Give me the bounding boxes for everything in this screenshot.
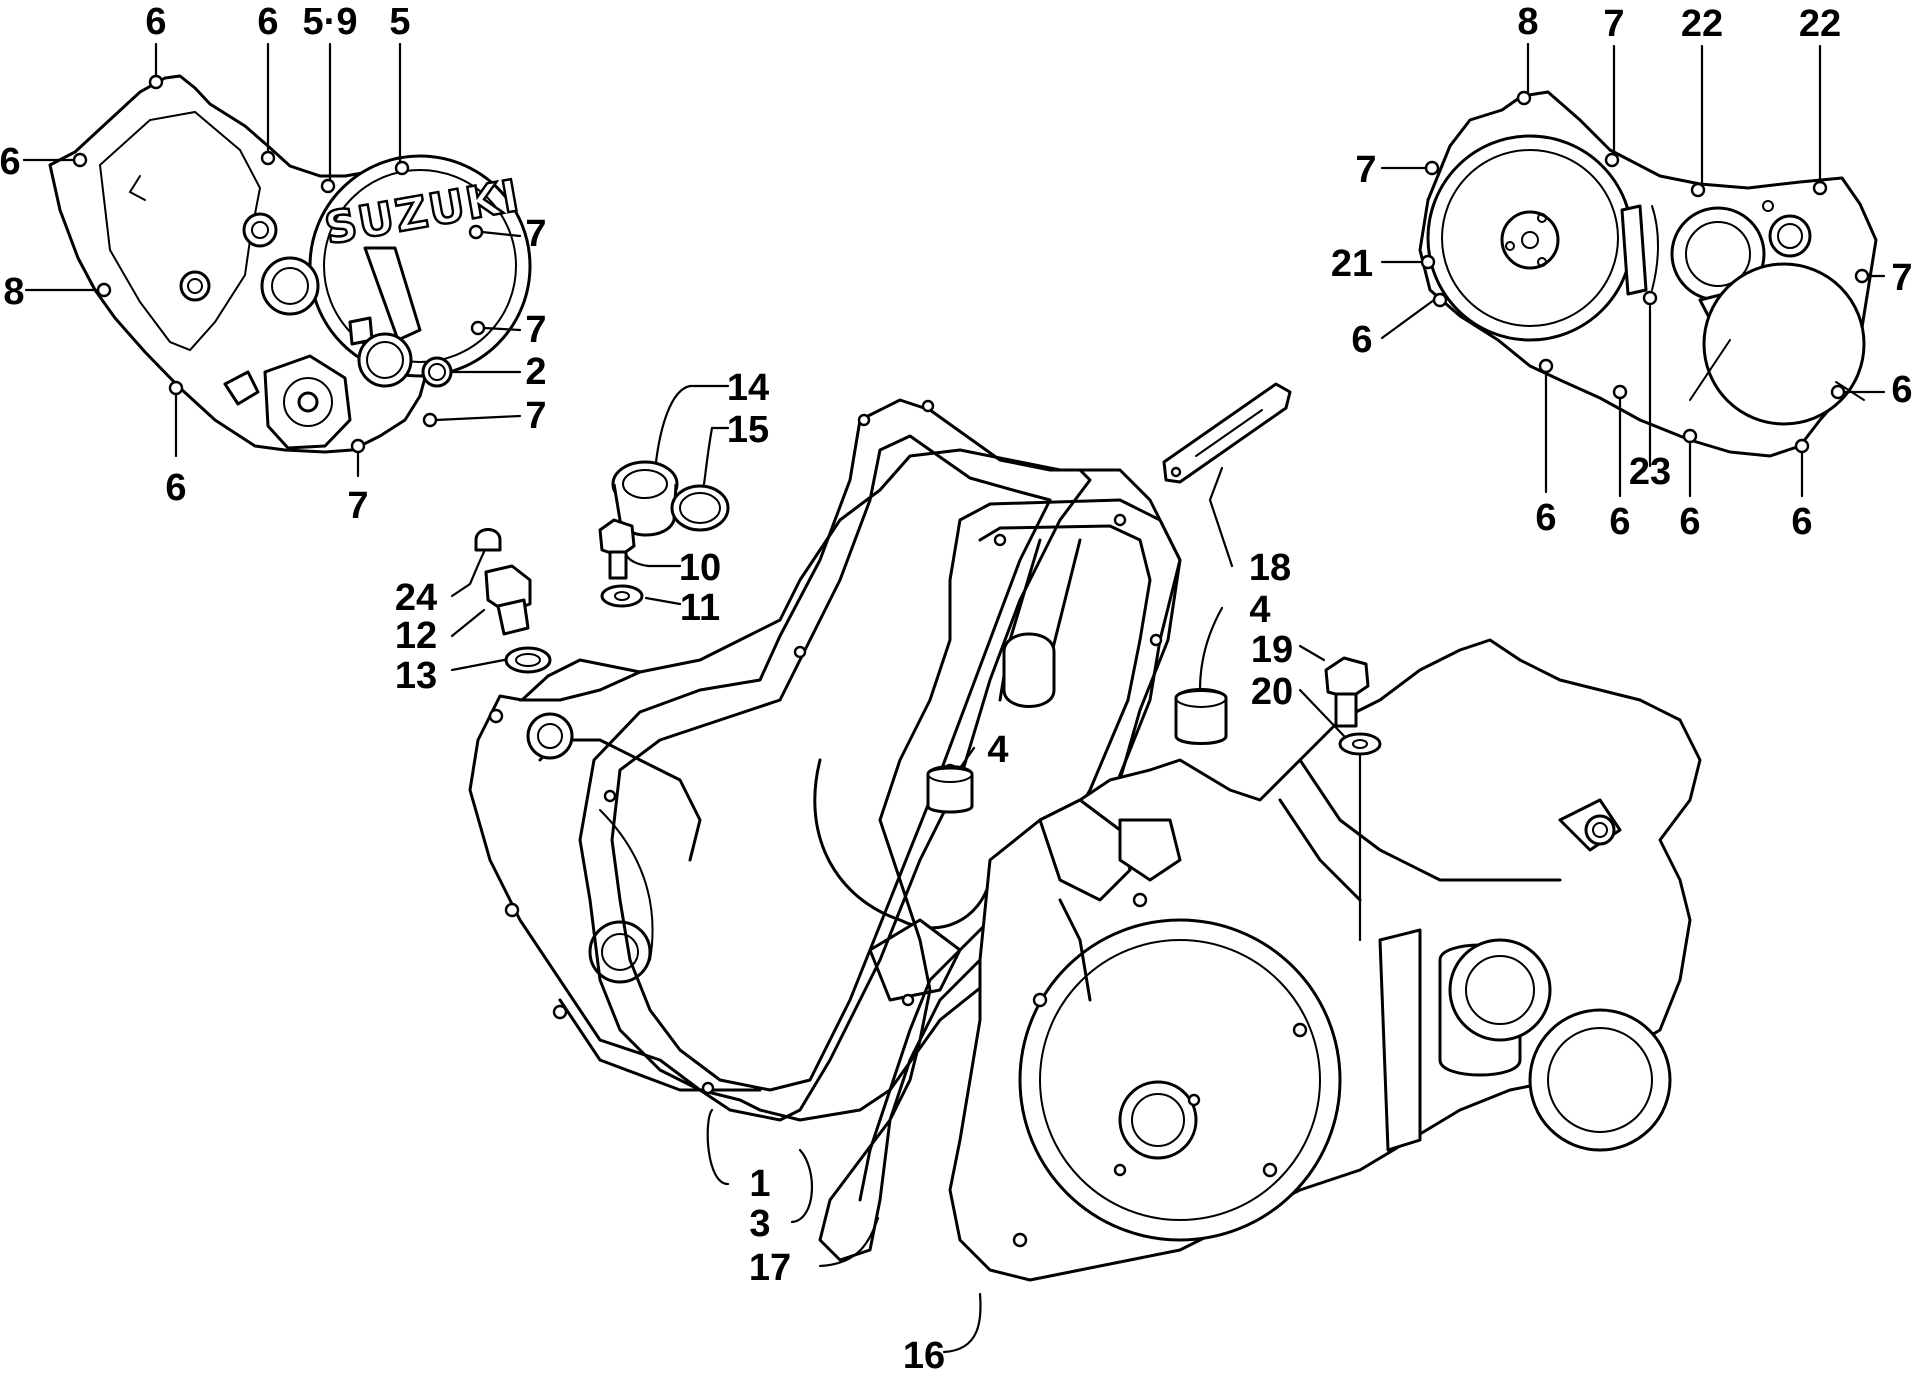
dowel-4a xyxy=(926,765,974,814)
clutch-housing-bowl xyxy=(1018,918,1342,1242)
callout-18: 18 xyxy=(1249,547,1291,589)
callout-6: 6 xyxy=(1791,501,1812,543)
callout-12: 12 xyxy=(395,615,437,657)
right-crankcase xyxy=(948,638,1702,1282)
callout-6: 6 xyxy=(145,1,166,43)
callout-19: 19 xyxy=(1251,629,1293,671)
oil-line-tube xyxy=(1378,928,1422,1152)
callout-13: 13 xyxy=(395,655,437,697)
callout-23: 23 xyxy=(1629,451,1671,493)
fitting-12 xyxy=(484,564,532,636)
left-magneto-cover: SUZUKI xyxy=(48,74,532,454)
callout-14: 14 xyxy=(727,367,769,409)
callout-22: 22 xyxy=(1799,3,1841,45)
bolt-19 xyxy=(1324,656,1370,728)
callout-6: 6 xyxy=(1679,501,1700,543)
callout-5: 5 xyxy=(389,1,410,43)
callout-6: 6 xyxy=(1351,319,1372,361)
oil-drain-boss xyxy=(526,712,574,760)
callout-6: 6 xyxy=(0,141,21,183)
oil-level-window xyxy=(421,356,453,388)
callout-7: 7 xyxy=(347,485,368,527)
o-ring-15 xyxy=(670,484,730,532)
callout-7: 7 xyxy=(1891,257,1912,299)
timing-window xyxy=(363,246,422,342)
callout-4: 4 xyxy=(987,729,1008,771)
callout-6: 6 xyxy=(165,467,186,509)
callout-20: 20 xyxy=(1251,671,1293,713)
callout-7: 7 xyxy=(1603,3,1624,45)
callout-8: 8 xyxy=(3,271,24,313)
washer-11 xyxy=(600,584,644,608)
callout-7: 7 xyxy=(525,395,546,437)
callout-2: 2 xyxy=(525,351,546,393)
callout-7: 7 xyxy=(525,309,546,351)
callout-3: 3 xyxy=(749,1203,770,1245)
bolt-10 xyxy=(598,518,636,580)
callout-24: 24 xyxy=(395,577,437,619)
callout-7: 7 xyxy=(525,213,546,255)
plug-cap-24 xyxy=(474,528,502,552)
callout-22: 22 xyxy=(1681,3,1723,45)
dowel-4b xyxy=(1174,688,1228,745)
callout-11: 11 xyxy=(680,587,720,629)
callout-15: 15 xyxy=(727,409,769,451)
gasket-washer-13 xyxy=(504,646,552,674)
callout-16: 16 xyxy=(903,1335,945,1377)
callout-1: 1 xyxy=(749,1163,770,1205)
callout-21: 21 xyxy=(1331,243,1373,285)
callout-4: 4 xyxy=(1249,589,1270,631)
callout-6: 6 xyxy=(1891,369,1912,411)
leader-lines xyxy=(22,42,1886,1354)
callout-8: 8 xyxy=(1517,1,1538,43)
bracket-18 xyxy=(1162,382,1292,484)
callout-6: 6 xyxy=(1609,501,1630,543)
callout-6: 6 xyxy=(257,1,278,43)
right-clutch-cover xyxy=(1418,90,1878,458)
left-case-gasket xyxy=(578,398,1092,1122)
callout-10: 10 xyxy=(679,547,721,589)
callout-17: 17 xyxy=(749,1247,791,1289)
washer-20 xyxy=(1338,732,1382,756)
callout-5-9: 5·9 xyxy=(303,1,358,43)
callout-6: 6 xyxy=(1535,497,1556,539)
callout-7: 7 xyxy=(1355,149,1376,191)
